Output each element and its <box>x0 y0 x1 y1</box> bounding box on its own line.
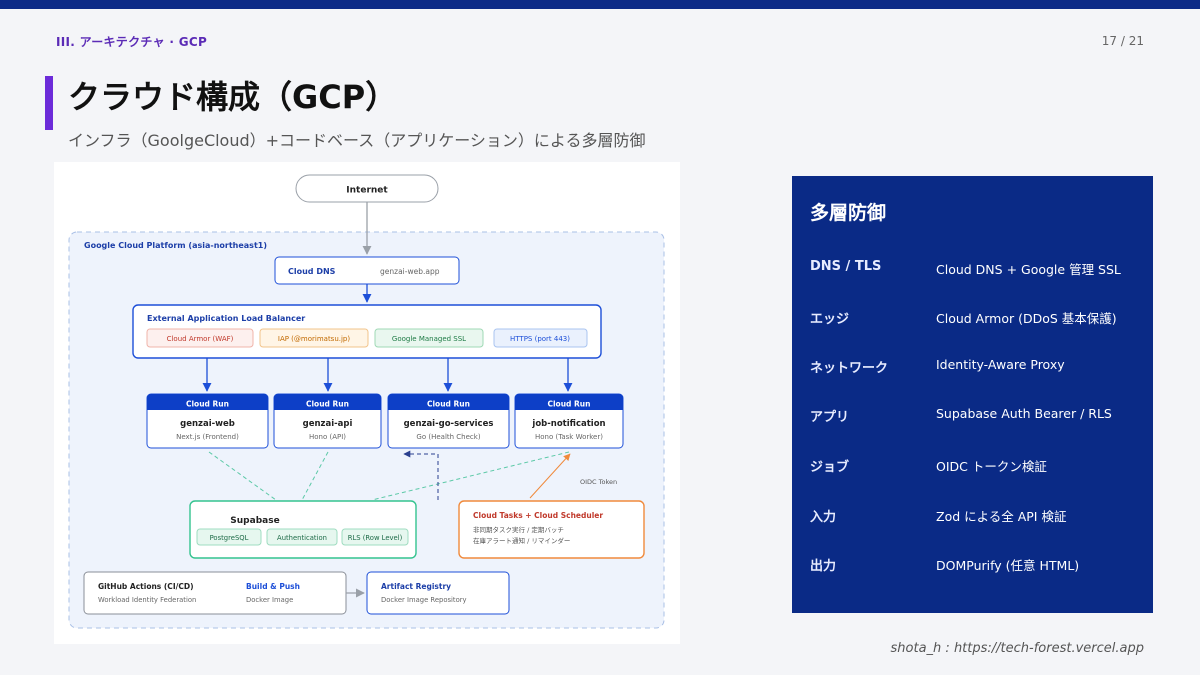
lb-feature-waf-label: Cloud Armor (WAF) <box>167 335 234 343</box>
architecture-diagram: Google Cloud Platform (asia-northeast1) … <box>54 162 680 644</box>
cloud-tasks-node <box>458 500 645 559</box>
lb-feature-iap-label: IAP (@morimatsu.jp) <box>278 335 351 343</box>
service-genzai-web: Cloud Run genzai-web Next.js (Frontend) <box>146 393 269 449</box>
service-header: Cloud Run <box>306 400 349 409</box>
cloud-tasks-line2: 在庫アラート通知 / リマインダー <box>473 536 570 545</box>
defense-measure: Supabase Auth Bearer / RLS <box>936 406 1112 421</box>
page-number: 17 / 21 <box>1101 34 1144 48</box>
service-detail: Hono (Task Worker) <box>535 433 603 441</box>
defense-measure: Cloud Armor (DDoS 基本保護) <box>936 311 1117 326</box>
defense-layer: 出力 <box>810 559 837 574</box>
github-build-title: Build & Push <box>246 582 300 591</box>
defense-row: ジョブ OIDC トークン検証 <box>792 456 1153 476</box>
defense-layer: 入力 <box>810 510 837 525</box>
supabase-item-postgresql <box>196 528 262 546</box>
internet-label: Internet <box>346 186 388 196</box>
service-header: Cloud Run <box>186 400 229 409</box>
service-name: genzai-api <box>303 419 353 429</box>
service-job-notification: Cloud Run job-notification Hono (Task Wo… <box>514 393 624 449</box>
service-genzai-go-services: Cloud Run genzai-go-services Go (Health … <box>387 393 510 449</box>
title-accent-bar <box>45 76 53 130</box>
section-label: III. アーキテクチャ · GCP <box>56 35 208 49</box>
supabase-item-label: RLS (Row Level) <box>348 534 403 542</box>
footer-credit: shota_h : https://tech-forest.vercel.app <box>890 641 1144 656</box>
defense-measure: Zod による全 API 検証 <box>936 509 1067 524</box>
lb-feature-https <box>493 328 588 348</box>
page-subtitle: インフラ（GoolgeCloud）+コードベース（アプリケーション）による多層防… <box>68 131 646 150</box>
defense-layer: エッジ <box>810 312 850 327</box>
github-actions-node <box>83 571 347 615</box>
oidc-token-arrow <box>529 453 571 499</box>
defense-row: 入力 Zod による全 API 検証 <box>792 506 1153 526</box>
artifact-registry-detail: Docker Image Repository <box>381 596 467 604</box>
defense-layer: ネットワーク <box>810 361 889 376</box>
artifact-registry-title: Artifact Registry <box>381 582 451 591</box>
service-genzai-api: Cloud Run genzai-api Hono (API) <box>273 393 382 449</box>
defense-measure: Identity-Aware Proxy <box>936 357 1065 372</box>
defense-row: 出力 DOMPurify (任意 HTML) <box>792 555 1153 575</box>
page-title: クラウド構成（GCP） <box>68 78 398 116</box>
architecture-diagram-svg: Google Cloud Platform (asia-northeast1) … <box>68 174 665 629</box>
defense-panel: 多層防御 DNS / TLS Cloud DNS + Google 管理 SSL… <box>792 176 1153 613</box>
load-balancer-title: External Application Load Balancer <box>147 314 305 323</box>
oidc-token-label: OIDC Token <box>580 478 617 486</box>
defense-row: DNS / TLS Cloud DNS + Google 管理 SSL <box>792 259 1153 279</box>
lb-feature-iap <box>259 328 369 348</box>
lb-feature-waf <box>146 328 254 348</box>
supabase-title: Supabase <box>230 516 279 526</box>
service-detail: Hono (API) <box>309 433 346 441</box>
service-header: Cloud Run <box>547 400 590 409</box>
supabase-item-rls <box>341 528 409 546</box>
supabase-item-authentication <box>266 528 338 546</box>
defense-row: ネットワーク Identity-Aware Proxy <box>792 357 1153 377</box>
service-detail: Next.js (Frontend) <box>176 433 239 441</box>
github-actions-subtitle: Workload Identity Federation <box>98 596 196 604</box>
defense-layer: DNS / TLS <box>810 259 882 274</box>
lb-feature-ssl-label: Google Managed SSL <box>392 335 466 343</box>
service-detail: Go (Health Check) <box>416 433 480 441</box>
supabase-item-label: Authentication <box>277 534 327 542</box>
service-header: Cloud Run <box>427 400 470 409</box>
defense-panel-title: 多層防御 <box>810 202 887 224</box>
cloud-tasks-line1: 非同期タスク実行 / 定期バッチ <box>473 525 564 534</box>
service-name: job-notification <box>531 419 605 429</box>
defense-measure: OIDC トークン検証 <box>936 459 1047 474</box>
api-to-supabase-link <box>301 451 329 501</box>
service-name: genzai-go-services <box>404 419 494 429</box>
service-name: genzai-web <box>180 419 235 429</box>
artifact-registry-node <box>366 571 510 615</box>
cloud-tasks-title: Cloud Tasks + Cloud Scheduler <box>473 511 603 520</box>
cloud-dns-title: Cloud DNS <box>288 267 336 276</box>
tasks-to-go-services-link <box>403 450 439 500</box>
defense-measure: Cloud DNS + Google 管理 SSL <box>936 262 1121 277</box>
gcp-label: Google Cloud Platform (asia-northeast1) <box>84 241 267 250</box>
defense-measure: DOMPurify (任意 HTML) <box>936 558 1080 573</box>
job-to-supabase-link <box>371 451 570 501</box>
supabase-item-label: PostgreSQL <box>210 534 249 542</box>
defense-row: エッジ Cloud Armor (DDoS 基本保護) <box>792 308 1153 328</box>
lb-feature-ssl <box>374 328 484 348</box>
cloud-dns-detail: genzai-web.app <box>380 267 440 276</box>
defense-row: アプリ Supabase Auth Bearer / RLS <box>792 406 1153 426</box>
defense-layer: ジョブ <box>810 460 850 475</box>
github-actions-title: GitHub Actions (CI/CD) <box>98 582 194 591</box>
defense-layer: アプリ <box>810 410 850 425</box>
top-bar <box>0 0 1200 9</box>
lb-feature-https-label: HTTPS (port 443) <box>510 335 570 343</box>
github-build-detail: Docker Image <box>246 596 293 604</box>
